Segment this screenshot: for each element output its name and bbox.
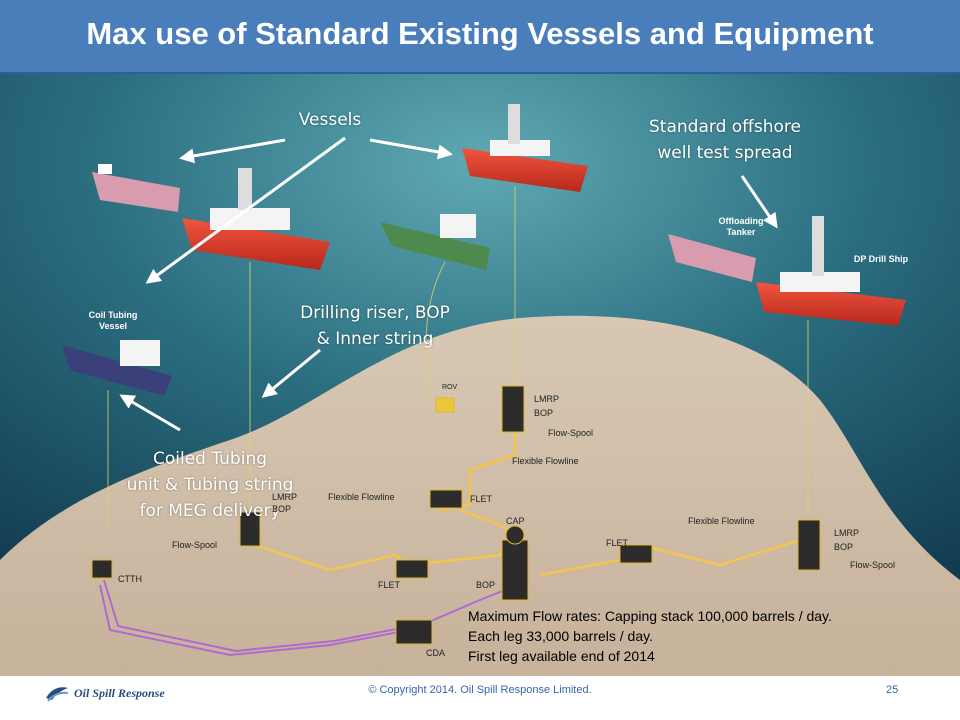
flow-spool-label-2: Flow-Spool xyxy=(172,540,218,550)
flexible-flowline-label-2: Flexible Flowline xyxy=(328,492,395,502)
flow-rate-line-3: First leg available end of 2014 xyxy=(468,648,655,664)
coiled-label-line2: unit & Tubing string xyxy=(126,475,294,495)
lmrp-label-1: LMRP xyxy=(534,394,560,404)
coil-tubing-vessel-label: Coil Tubing Vessel xyxy=(88,310,138,331)
coiled-label-line3: for MEG delivery xyxy=(139,501,281,521)
rov-label: ROV xyxy=(442,384,458,391)
flow-rates-text: Maximum Flow rates: Capping stack 100,00… xyxy=(468,606,832,666)
flow-rate-line-1: Maximum Flow rates: Capping stack 100,00… xyxy=(468,608,832,624)
offloading-tanker-label: Offloading Tanker xyxy=(718,216,764,237)
dp-drill-ship xyxy=(756,216,906,326)
logo-text: Oil Spill Response xyxy=(74,686,165,700)
bop-label-4: BOP xyxy=(834,542,854,552)
flow-spool-label-1: Flow-Spool xyxy=(548,428,594,438)
ctth-label: CTTH xyxy=(118,574,142,584)
subsea-scene xyxy=(0,74,960,676)
flexible-flowline-label-3: Flexible Flowline xyxy=(688,516,755,526)
drillship-center xyxy=(462,104,588,192)
seabed xyxy=(0,315,960,676)
vessels-label: Vessels xyxy=(298,110,362,130)
lmrp-label-3: LMRP xyxy=(834,528,860,538)
flow-spool-label-3: Flow-Spool xyxy=(850,560,896,570)
coiled-label-line1: Coiled Tubing xyxy=(152,449,268,469)
cap-label: CAP xyxy=(506,516,525,526)
dp-drill-ship-label: DP Drill Ship xyxy=(853,254,909,264)
page-number: 25 xyxy=(886,684,899,696)
tanker-left xyxy=(92,164,180,212)
bop-label-3: BOP xyxy=(476,580,496,590)
flet-label-1: FLET xyxy=(470,494,493,504)
flet-label-2: FLET xyxy=(378,580,401,590)
subsea-equipment xyxy=(91,385,821,645)
cda-label: CDA xyxy=(426,648,446,658)
title-bar: Max use of Standard Existing Vessels and… xyxy=(0,0,960,74)
oil-spill-response-logo-icon xyxy=(46,687,69,702)
well-test-label-line1: Standard offshore xyxy=(649,117,801,137)
copyright: © Copyright 2014. Oil Spill Response Lim… xyxy=(368,684,592,696)
riser-label-line2: & Inner string xyxy=(316,329,434,349)
bop-label-2: BOP xyxy=(272,504,292,514)
well-test-label-line2: well test spread xyxy=(657,143,793,163)
footer: Oil Spill Response © Copyright 2014. Oil… xyxy=(0,676,960,720)
offloading-tanker xyxy=(668,234,756,282)
bop-label-1: BOP xyxy=(534,408,554,418)
flow-rate-line-2: Each leg 33,000 barrels / day. xyxy=(468,628,653,644)
flet-label-3: FLET xyxy=(606,538,629,548)
lmrp-label-2: LMRP xyxy=(272,492,298,502)
riser-label-line1: Drilling riser, BOP xyxy=(300,303,450,323)
slide-title: Max use of Standard Existing Vessels and… xyxy=(86,16,874,51)
coil-tubing-vessel xyxy=(62,340,172,396)
flexible-flowline-label-1: Flexible Flowline xyxy=(512,456,579,466)
supply-vessel xyxy=(380,214,490,270)
